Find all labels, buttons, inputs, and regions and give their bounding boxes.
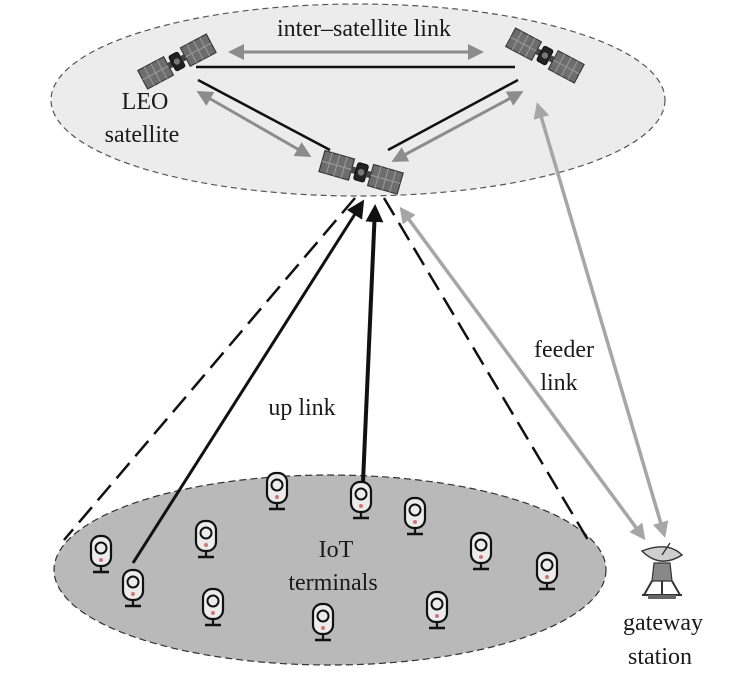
gateway-station-label-line1: gateway [623, 610, 703, 636]
up-link-label: up link [268, 395, 335, 421]
satellite-dish-icon [640, 542, 684, 599]
feeder-link-label-line2: link [540, 370, 577, 396]
leo-satellite-label-line1: LEO [122, 89, 169, 115]
isl-arrow-left [196, 91, 312, 157]
inter-satellite-link-label: inter–satellite link [277, 16, 451, 42]
isl-arrow-right [391, 91, 524, 162]
up-link-arrow-center [361, 204, 384, 483]
up-link-arrow-left [131, 199, 365, 564]
gateway-station-label-line2: station [628, 644, 692, 670]
leo-satellite-label-line2: satellite [105, 122, 180, 148]
feeder-link-arrow-gateway [533, 102, 669, 538]
coverage-edge-left [63, 197, 356, 541]
iot-terminals-label-line2: terminals [288, 570, 377, 596]
iot-terminals-label-line1: IoT [319, 537, 354, 563]
feeder-link-label-line1: feeder [534, 337, 594, 363]
